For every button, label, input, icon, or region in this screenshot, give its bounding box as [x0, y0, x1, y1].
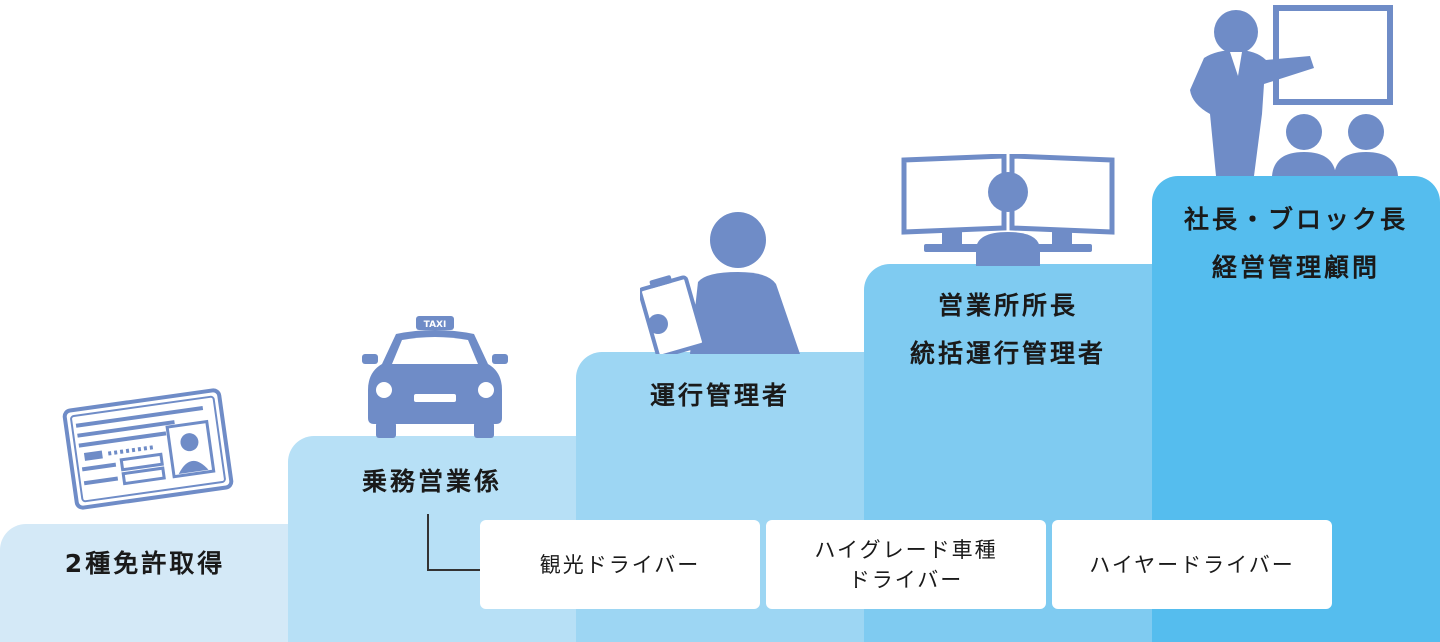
clipboard-manager-icon — [640, 212, 800, 354]
license-card-icon — [62, 388, 234, 510]
step-license-label: 2種免許取得 — [0, 540, 290, 588]
step-executive-line-2: 経営管理顧問 — [1211, 253, 1380, 282]
step-executive-line-1: 社長・ブロック長 — [1183, 205, 1408, 234]
driver-types-connector — [427, 514, 484, 571]
step-operation-manager-label: 運行管理者 — [576, 372, 864, 420]
step-license-line-1: 2種免許取得 — [64, 549, 226, 578]
driver-type-high-grade: ハイグレード車種 ドライバー — [766, 520, 1046, 609]
step-driver-line-1: 乗務営業係 — [361, 467, 502, 496]
step-branch-manager-label: 営業所所長 統括運行管理者 — [864, 282, 1152, 378]
driver-type-high-grade-line-2: ドライバー — [848, 567, 964, 592]
driver-type-high-grade-line-1: ハイグレード車種 — [814, 537, 998, 562]
step-branch-manager-line-2: 統括運行管理者 — [909, 339, 1106, 368]
step-license: 2種免許取得 — [0, 524, 318, 642]
step-driver-label: 乗務営業係 — [288, 458, 576, 506]
taxi-sign-text: TAXI — [424, 320, 447, 330]
step-branch-manager-line-1: 営業所所長 — [937, 291, 1078, 320]
step-operation-manager-line-1: 運行管理者 — [649, 381, 790, 410]
driver-type-hire-line-1: ハイヤードライバー — [1089, 552, 1295, 577]
driver-type-sightseeing: 観光ドライバー — [480, 520, 760, 609]
step-executive-label: 社長・ブロック長 経営管理顧問 — [1152, 196, 1440, 292]
taxi-icon: TAXI — [362, 316, 508, 438]
presenter-icon — [1190, 5, 1398, 176]
driver-type-hire: ハイヤードライバー — [1052, 520, 1332, 609]
driver-type-sightseeing-line-1: 観光ドライバー — [539, 552, 701, 577]
monitor-operator-icon — [901, 154, 1115, 266]
